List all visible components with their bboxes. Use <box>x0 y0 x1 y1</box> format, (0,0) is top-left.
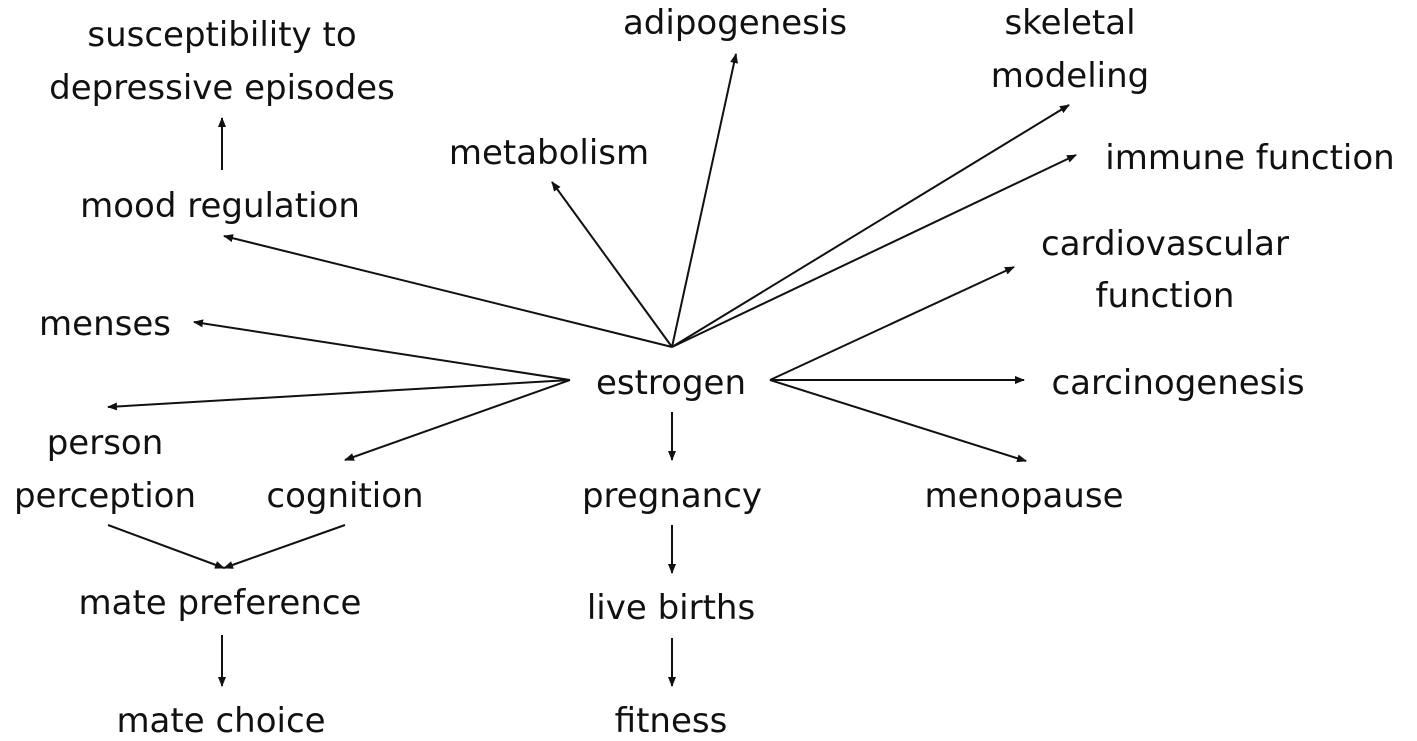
arrow-estrogen-to-menopause <box>769 379 1027 463</box>
node-mood: mood regulation <box>80 186 360 226</box>
node-cognition: cognition <box>266 476 423 516</box>
node-mate-preference-line-1: mate preference <box>79 583 362 623</box>
node-skeletal: skeletal modeling <box>991 3 1149 96</box>
node-menopause-line-1: menopause <box>925 476 1124 516</box>
node-fitness-line-1: fitness <box>615 701 728 741</box>
node-immune: immune function <box>1105 138 1394 178</box>
arrow-estrogen-to-metabolism <box>551 181 673 348</box>
node-carcinogenesis-line-1: carcinogenesis <box>1051 363 1304 403</box>
node-skeletal-line-2: modeling <box>991 56 1149 96</box>
node-pregnancy-line-1: pregnancy <box>582 476 762 516</box>
node-mate-choice-line-1: mate choice <box>116 701 325 741</box>
node-susceptibility-line-1: susceptibility to <box>87 15 356 55</box>
node-adipogenesis-line-1: adipogenesis <box>623 3 847 43</box>
node-cardiovascular-line-2: function <box>1096 276 1235 316</box>
label-group: susceptibility to depressive episodes adip… <box>14 3 1395 741</box>
node-metabolism-line-1: metabolism <box>449 133 649 173</box>
node-susceptibility: susceptibility to depressive episodes <box>49 15 395 108</box>
node-menopause: menopause <box>925 476 1124 516</box>
node-pregnancy: pregnancy <box>582 476 762 516</box>
node-carcinogenesis: carcinogenesis <box>1051 363 1304 403</box>
node-live-births: live births <box>587 588 755 628</box>
node-susceptibility-line-2: depressive episodes <box>49 68 395 108</box>
node-estrogen: estrogen <box>596 363 746 403</box>
node-cognition-line-1: cognition <box>266 476 423 516</box>
node-skeletal-line-1: skeletal <box>1004 3 1135 43</box>
arrow-person_perception-to-mate_preference <box>107 524 225 569</box>
node-fitness: fitness <box>615 701 728 741</box>
node-person-perception-line-1: person <box>47 423 164 463</box>
node-menses: menses <box>39 304 171 344</box>
arrow-estrogen-to-person_perception <box>107 379 571 411</box>
node-mate-choice: mate choice <box>116 701 325 741</box>
node-person-perception: person perception <box>14 423 196 516</box>
node-metabolism: metabolism <box>449 133 649 173</box>
arrow-cognition-to-mate_preference <box>223 524 346 569</box>
node-estrogen-line-1: estrogen <box>596 363 746 403</box>
arrow-estrogen-to-mood <box>223 234 673 348</box>
arrow-estrogen-to-immune <box>671 154 1077 348</box>
node-mate-preference: mate preference <box>79 583 362 623</box>
node-adipogenesis: adipogenesis <box>623 3 847 43</box>
node-menses-line-1: menses <box>39 304 171 344</box>
arrow-estrogen-to-skeletal <box>671 104 1070 348</box>
node-immune-line-1: immune function <box>1105 138 1394 178</box>
node-live-births-line-1: live births <box>587 588 755 628</box>
arrow-estrogen-to-adipogenesis <box>671 53 738 348</box>
node-cardiovascular: cardiovascular function <box>1041 224 1289 316</box>
arrow-estrogen-to-cognition <box>344 379 571 461</box>
arrow-estrogen-to-menses <box>193 319 571 381</box>
node-cardiovascular-line-1: cardiovascular <box>1041 224 1289 264</box>
arrow-estrogen-to-cardiovascular <box>769 266 1015 381</box>
node-person-perception-line-2: perception <box>14 476 196 516</box>
node-mood-line-1: mood regulation <box>80 186 360 226</box>
edge-group <box>107 53 1077 687</box>
